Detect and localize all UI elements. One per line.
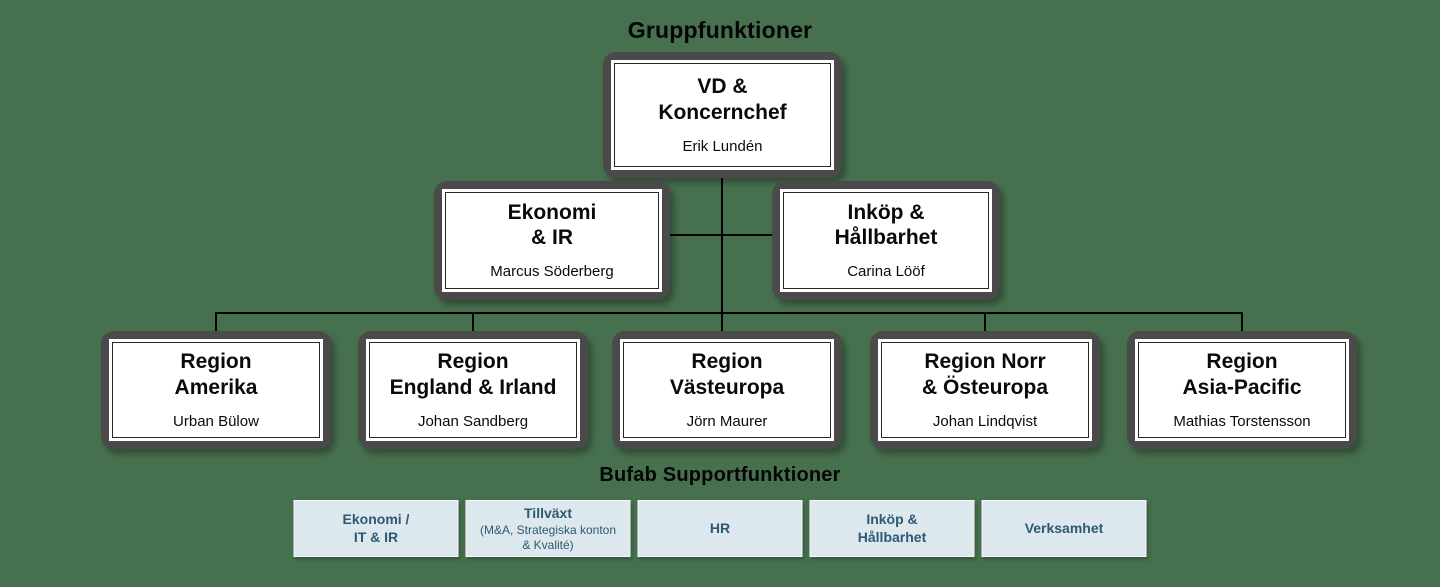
org-node-inkop-hallbarhet: Inköp & Hållbarhet Carina Lööf [772, 181, 1000, 300]
org-node-inkop-hallbarhet-title: Inköp & Hållbarhet [834, 200, 938, 249]
org-node-region-norr-osteuropa-name: Johan Lindqvist [932, 412, 1038, 430]
org-node-region-asia-pacific: Region Asia-Pacific Mathias Torstensson [1127, 331, 1357, 449]
support-box-ekonomi-it-ir-label: Ekonomi / IT & IR [342, 511, 410, 545]
org-node-region-england-irland-panel: Region England & Irland Johan Sandberg [366, 339, 580, 441]
support-box-ekonomi-it-ir: Ekonomi / IT & IR [293, 500, 459, 557]
support-box-hr: HR [637, 500, 803, 557]
org-node-region-norr-osteuropa: Region Norr & Östeuropa Johan Lindqvist [870, 331, 1100, 449]
org-node-ekonomi-ir: Ekonomi & IR Marcus Söderberg [434, 181, 670, 300]
org-node-region-asia-pacific-title: Region Asia-Pacific [1182, 350, 1302, 399]
group-functions-title: Gruppfunktioner [627, 17, 813, 43]
org-node-region-asia-pacific-panel: Region Asia-Pacific Mathias Torstensson [1135, 339, 1349, 441]
org-node-ceo-panel: VD & Koncernchef Erik Lundén [611, 60, 834, 170]
org-node-region-vasteuropa-name: Jörn Maurer [686, 412, 768, 430]
org-node-region-england-irland: Region England & Irland Johan Sandberg [358, 331, 588, 449]
support-box-tillvaxt-label: Tillväxt [524, 504, 572, 521]
connector-stub-region-norr [984, 312, 986, 334]
connector-horizontal-regions [215, 312, 1243, 314]
org-node-region-asia-pacific-name: Mathias Torstensson [1173, 412, 1311, 430]
org-node-region-amerika-name: Urban Bülow [173, 412, 259, 430]
org-node-region-amerika-title: Region Amerika [174, 350, 258, 399]
org-node-region-amerika-panel: Region Amerika Urban Bülow [109, 339, 323, 441]
connector-horizontal-staff [666, 234, 778, 236]
support-box-inkop-hallbarhet: Inköp & Hållbarhet [809, 500, 975, 557]
org-node-ceo: VD & Koncernchef Erik Lundén [603, 52, 842, 178]
org-node-region-norr-osteuropa-title: Region Norr & Östeuropa [921, 350, 1049, 399]
org-node-region-amerika: Region Amerika Urban Bülow [101, 331, 331, 449]
connector-vertical-main [721, 160, 723, 334]
support-box-verksamhet: Verksamhet [981, 500, 1147, 557]
org-node-inkop-hallbarhet-name: Carina Lööf [847, 263, 925, 281]
connector-stub-region-england [472, 312, 474, 334]
support-box-hr-label: HR [709, 519, 731, 536]
org-node-region-england-irland-name: Johan Sandberg [417, 412, 529, 430]
org-node-region-norr-osteuropa-panel: Region Norr & Östeuropa Johan Lindqvist [878, 339, 1092, 441]
org-node-ekonomi-ir-title: Ekonomi & IR [507, 200, 597, 249]
org-node-region-vasteuropa-title: Region Västeuropa [669, 350, 785, 399]
support-box-tillvaxt: Tillväxt (M&A, Strategiska konton & Kval… [465, 500, 631, 557]
support-box-tillvaxt-sub: (M&A, Strategiska konton & Kvalité) [479, 523, 617, 552]
org-node-ekonomi-ir-panel: Ekonomi & IR Marcus Söderberg [442, 189, 662, 292]
org-node-region-england-irland-title: Region England & Irland [389, 350, 557, 399]
connector-stub-region-amerika [215, 312, 217, 334]
support-box-inkop-hallbarhet-label: Inköp & Hållbarhet [857, 511, 927, 545]
support-functions-title: Bufab Supportfunktioner [599, 464, 841, 486]
org-node-ceo-title: VD & Koncernchef [658, 75, 787, 124]
support-box-verksamhet-label: Verksamhet [1024, 519, 1104, 536]
connector-stub-region-asia [1241, 312, 1243, 334]
org-node-ceo-name: Erik Lundén [682, 137, 763, 155]
org-node-region-vasteuropa-panel: Region Västeuropa Jörn Maurer [620, 339, 834, 441]
org-node-region-vasteuropa: Region Västeuropa Jörn Maurer [612, 331, 842, 449]
support-functions-row: Ekonomi / IT & IR Tillväxt (M&A, Strateg… [293, 500, 1147, 557]
org-node-ekonomi-ir-name: Marcus Söderberg [490, 263, 614, 281]
org-node-inkop-hallbarhet-panel: Inköp & Hållbarhet Carina Lööf [780, 189, 992, 292]
